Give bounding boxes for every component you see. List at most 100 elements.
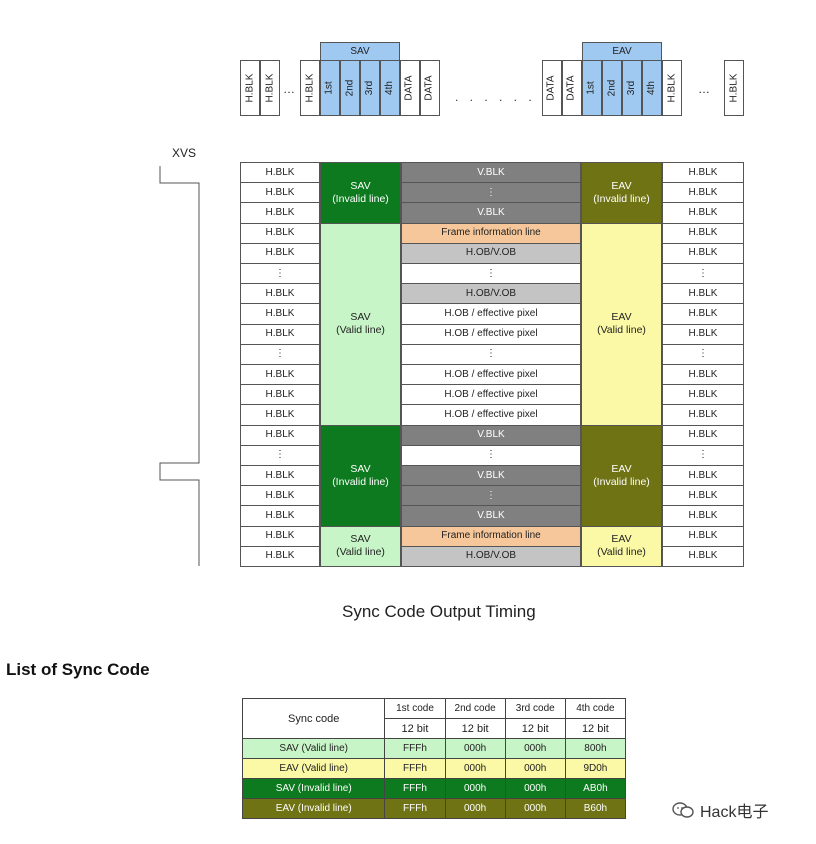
grid-center-cell: ⋮ [401,182,581,204]
grid-left-cell: H.BLK [240,505,320,527]
grid-center-cell: Frame information line [401,222,581,244]
top-eav-cell-7-label: H.BLK [666,73,677,103]
sync-code-value: 000h [504,798,566,819]
bit-label: 12 bit [444,718,506,739]
sync-code-value: 9D0h [564,758,627,779]
grid-right-cell: H.BLK [662,525,744,547]
grid-right-cell: ⋮ [662,263,744,285]
grid-center-cell: H.OB/V.OB [401,545,581,567]
code-header: 4th code [564,698,627,719]
grid-left-cell: H.BLK [240,404,320,426]
grid-left-cell: H.BLK [240,364,320,386]
eav-block-invalid: EAV (Invalid line) [581,424,662,527]
grid-left-cell: H.BLK [240,303,320,325]
top-sav-cell-5: 4th [380,60,400,116]
grid-right-cell: H.BLK [662,404,744,426]
top-hblk-left-2-label: H.BLK [264,73,275,103]
top-sav-cell-2-label: 1st [324,81,335,95]
timing-title: Sync Code Output Timing [342,602,536,621]
bit-label: 12 bit [504,718,566,739]
sync-code-value: 000h [444,738,506,759]
eav-block-invalid: EAV (Invalid line) [581,162,662,224]
top-eav-cell-1: DATA [542,60,562,116]
top-eav-cell-6-label: 4th [646,81,657,95]
grid-right-cell: H.BLK [662,182,744,204]
top-eav-cell-5-label: 3rd [625,80,637,96]
grid-left-cell: H.BLK [240,182,320,204]
sav-block-invalid: SAV (Invalid line) [320,424,401,527]
sync-code-value: B60h [564,798,627,819]
sync-code-header: Sync code [241,698,386,739]
bit-label: 12 bit [564,718,627,739]
watermark-text: Hack电子 [700,804,769,821]
xvs-label: XVS [172,146,197,160]
grid-left-cell: ⋮ [240,263,320,285]
sync-code-value: 000h [504,778,566,799]
top-sav-cell-5-label: 4th [384,81,395,95]
grid-center-cell: V.BLK [401,505,581,527]
top-eav-cell-5: 3rd [622,60,642,116]
top-middle-dots: . . . . . . . [455,90,551,104]
grid-left-cell: H.BLK [240,384,320,406]
sync-code-value: 800h [564,738,627,759]
grid-center-cell: V.BLK [401,424,581,446]
top-sav-cell-7-label: DATA [424,75,435,101]
xvs-waveform [159,166,200,566]
eav-block-valid: EAV (Valid line) [581,222,662,426]
top-eav-cell-2: DATA [562,60,582,116]
top-eav-cell-2-label: DATA [566,75,577,101]
chat-bubble-icon [672,802,694,818]
grid-center-cell: V.BLK [401,202,581,224]
grid-left-cell: H.BLK [240,242,320,264]
top-eav-cell-1-label: DATA [546,75,557,101]
top-eav-cell-4-label: 2nd [606,79,617,97]
grid-right-cell: H.BLK [662,505,744,527]
grid-center-cell: H.OB / effective pixel [401,364,581,386]
sav-block-valid: SAV (Valid line) [320,525,401,567]
grid-left-cell: H.BLK [240,465,320,487]
grid-right-cell: H.BLK [662,424,744,446]
grid-left-cell: H.BLK [240,162,320,184]
top-sav-cell-3: 2nd [340,60,360,116]
top-eav-cell-6: 4th [642,60,662,116]
top-hblk-right: H.BLK [724,60,744,116]
grid-left-cell: ⋮ [240,343,320,365]
grid-left-cell: H.BLK [240,485,320,507]
grid-right-cell: H.BLK [662,465,744,487]
sync-code-value: 000h [444,778,506,799]
grid-left-cell: H.BLK [240,424,320,446]
grid-center-cell: ⋮ [401,343,581,365]
top-sav-cell-4-label: 3rd [363,80,375,96]
grid-center-cell: H.OB / effective pixel [401,384,581,406]
sync-code-value: 000h [504,738,566,759]
grid-center-cell: H.OB/V.OB [401,242,581,264]
top-hblk-left-2: H.BLK [260,60,280,116]
watermark: Hack电子 [672,798,768,822]
top-hblk-left-1-label: H.BLK [244,73,255,103]
grid-center-cell: H.OB / effective pixel [401,303,581,325]
top-ellipsis-right: … [698,82,710,96]
code-header: 2nd code [444,698,506,719]
top-eav-header: EAV [582,42,662,61]
sync-row-name: EAV (Invalid line) [241,798,386,819]
grid-left-cell: H.BLK [240,525,320,547]
code-header: 3rd code [504,698,566,719]
sync-code-value: AB0h [564,778,627,799]
sync-row-name: SAV (Valid line) [241,738,386,759]
top-sav-header: SAV [320,42,400,61]
grid-left-cell: H.BLK [240,283,320,305]
bit-label: 12 bit [384,718,446,739]
top-sav-cell-1: H.BLK [300,60,320,116]
grid-right-cell: H.BLK [662,162,744,184]
grid-right-cell: H.BLK [662,222,744,244]
top-sav-cell-6: DATA [400,60,420,116]
top-ellipsis-left: … [283,82,295,96]
grid-center-cell: V.BLK [401,162,581,184]
grid-center-cell: ⋮ [401,485,581,507]
sync-code-value: 000h [444,758,506,779]
top-hblk-right-label: H.BLK [728,73,739,103]
